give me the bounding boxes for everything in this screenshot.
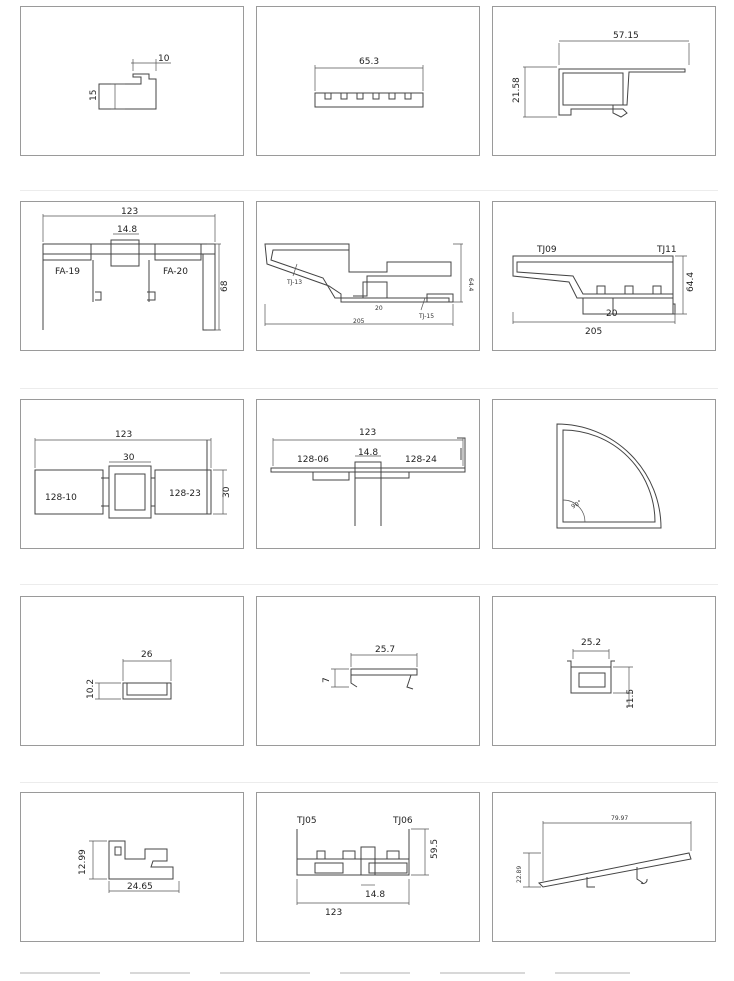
dim-height: 7 [322,677,332,683]
profile-card-4[interactable]: 123 14.8 68 FA-19 FA-20 [20,201,244,351]
profile-card-12[interactable]: 25.2 11.5 [492,596,716,746]
dim-height: 11.5 [626,689,636,709]
profile-drawing: 123 14.8 68 FA-19 FA-20 [42,207,230,331]
profile-drawing: 123 30 30 128-10 128-23 [34,430,232,519]
dim-offset: 20 [606,309,618,319]
row-divider [20,782,718,783]
dim-height: 12.99 [78,849,88,875]
dim-height: 59.5 [430,839,440,859]
row-divider [20,584,718,585]
row-divider [20,388,718,389]
dim-width: 123 [121,207,138,217]
profile-drawing: 26 10.2 [86,650,172,700]
profile-card-13[interactable]: 12.99 24.65 [20,792,244,942]
dim-width: 205 [353,318,365,325]
profile-drawing: TJ05 TJ06 59.5 14.8 123 [296,816,440,918]
profile-drawing: 10 15 [89,54,171,110]
dim-width: 123 [359,428,376,438]
profile-card-11[interactable]: 25.7 7 [256,596,480,746]
dim-mullion: 30 [123,453,135,463]
dim-height: 22.89 [516,866,523,883]
profile-drawing: 57.15 21.58 [512,31,690,118]
profile-card-10[interactable]: 26 10.2 [20,596,244,746]
profile-card-6[interactable]: TJ09 TJ11 64.4 20 205 [492,201,716,351]
part-label: TJ-15 [418,313,434,320]
profile-card-5[interactable]: 64.4 205 20 TJ-13 TJ-15 [256,201,480,351]
dim-mullion: 14.8 [365,890,385,900]
profile-drawing: 65.3 [314,57,424,108]
dim-height: 30 [222,486,232,498]
row-divider [20,190,718,191]
part-label: TJ06 [392,816,413,826]
profile-drawing: 12.99 24.65 [78,840,180,893]
dim-width: 26 [141,650,153,660]
dim-offset: 20 [375,305,383,312]
part-label: FA-20 [163,267,188,277]
dim-width: 65.3 [359,57,379,67]
dim-width: 123 [325,908,342,918]
dim-width: 10 [158,54,170,64]
dim-height: 10.2 [86,679,96,699]
dim-height: 21.58 [512,77,522,103]
part-label: 128-06 [297,455,329,465]
profile-card-7[interactable]: 123 30 30 128-10 128-23 [20,399,244,549]
profile-card-2[interactable]: 65.3 [256,6,480,156]
dim-height: 64.4 [467,278,474,292]
dim-width: 123 [115,430,132,440]
profile-card-15[interactable]: 79.97 22.89 [492,792,716,942]
dim-width: 79.97 [611,815,628,822]
dim-width: 57.15 [613,31,639,41]
profile-drawing: 90° [556,423,662,529]
dim-width: 25.2 [581,638,601,648]
part-label: TJ-13 [286,279,302,286]
dim-mullion: 14.8 [358,448,378,458]
part-label: 128-23 [169,489,201,499]
dim-width: 25.7 [375,645,395,655]
dim-width: 205 [585,327,602,337]
part-label: 128-10 [45,493,77,503]
profile-drawing: 123 14.8 128-06 128-24 [270,428,466,526]
part-label: 128-24 [405,455,437,465]
dim-mullion: 14.8 [117,225,137,235]
profile-card-14[interactable]: TJ05 TJ06 59.5 14.8 123 [256,792,480,942]
profile-card-9[interactable]: 90° [492,399,716,549]
angle-label: 90° [570,499,583,510]
profile-drawing: 64.4 205 20 TJ-13 TJ-15 [264,243,474,326]
dim-height: 68 [220,280,230,292]
part-label: FA-19 [55,267,80,277]
dim-width: 24.65 [127,882,153,892]
profile-drawing: 79.97 22.89 [516,815,692,888]
profile-card-3[interactable]: 57.15 21.58 [492,6,716,156]
profile-drawing: TJ09 TJ11 64.4 20 205 [512,245,696,337]
part-label: TJ05 [296,816,317,826]
profile-drawing: 25.7 7 [322,645,418,690]
part-label: TJ11 [656,245,677,255]
part-label: TJ09 [536,245,557,255]
profile-card-8[interactable]: 123 14.8 128-06 128-24 [256,399,480,549]
profile-drawing: 25.2 11.5 [567,638,636,709]
dim-height: 64.4 [686,272,696,292]
profile-card-1[interactable]: 10 15 [20,6,244,156]
dim-height: 15 [89,90,99,101]
footer-strip [20,962,718,974]
